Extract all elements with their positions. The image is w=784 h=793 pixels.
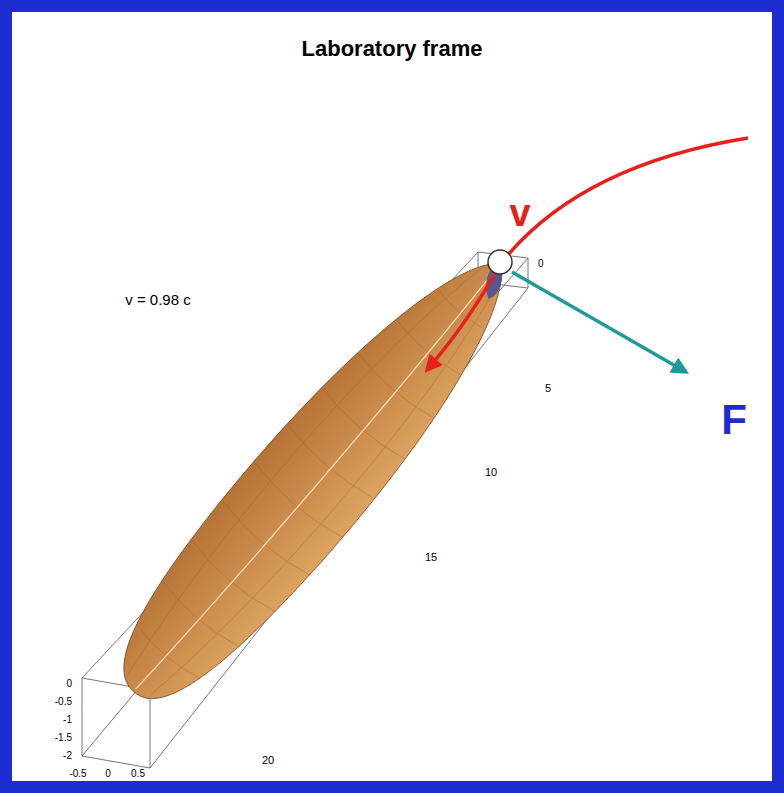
axis-tick: 0 — [538, 258, 544, 269]
axis-tick: -0.5 — [55, 696, 72, 707]
axis-tick: 15 — [425, 551, 437, 563]
force-label: F — [721, 397, 747, 443]
particle — [488, 250, 512, 274]
axis-tick: -1 — [63, 714, 72, 725]
velocity-label: v — [509, 193, 530, 235]
trajectory-curve — [502, 138, 748, 262]
axis-tick: 0 — [105, 768, 111, 779]
axis-tick: 0.5 — [131, 768, 145, 779]
axis-tick: 0 — [66, 678, 72, 689]
axis-tick: 5 — [545, 382, 551, 394]
axis-tick: 20 — [262, 754, 274, 766]
axis-tick: 10 — [485, 466, 497, 478]
velocity-arrow — [427, 264, 500, 370]
axis-tick: -0.5 — [69, 768, 86, 779]
axis-tick: -2 — [63, 750, 72, 761]
radiation-lobe — [89, 226, 544, 729]
speed-note: v = 0.98 c — [125, 292, 190, 309]
axis-tick: -1.5 — [55, 732, 72, 743]
force-arrow — [512, 272, 686, 372]
slide-title: Laboratory frame — [302, 36, 483, 62]
